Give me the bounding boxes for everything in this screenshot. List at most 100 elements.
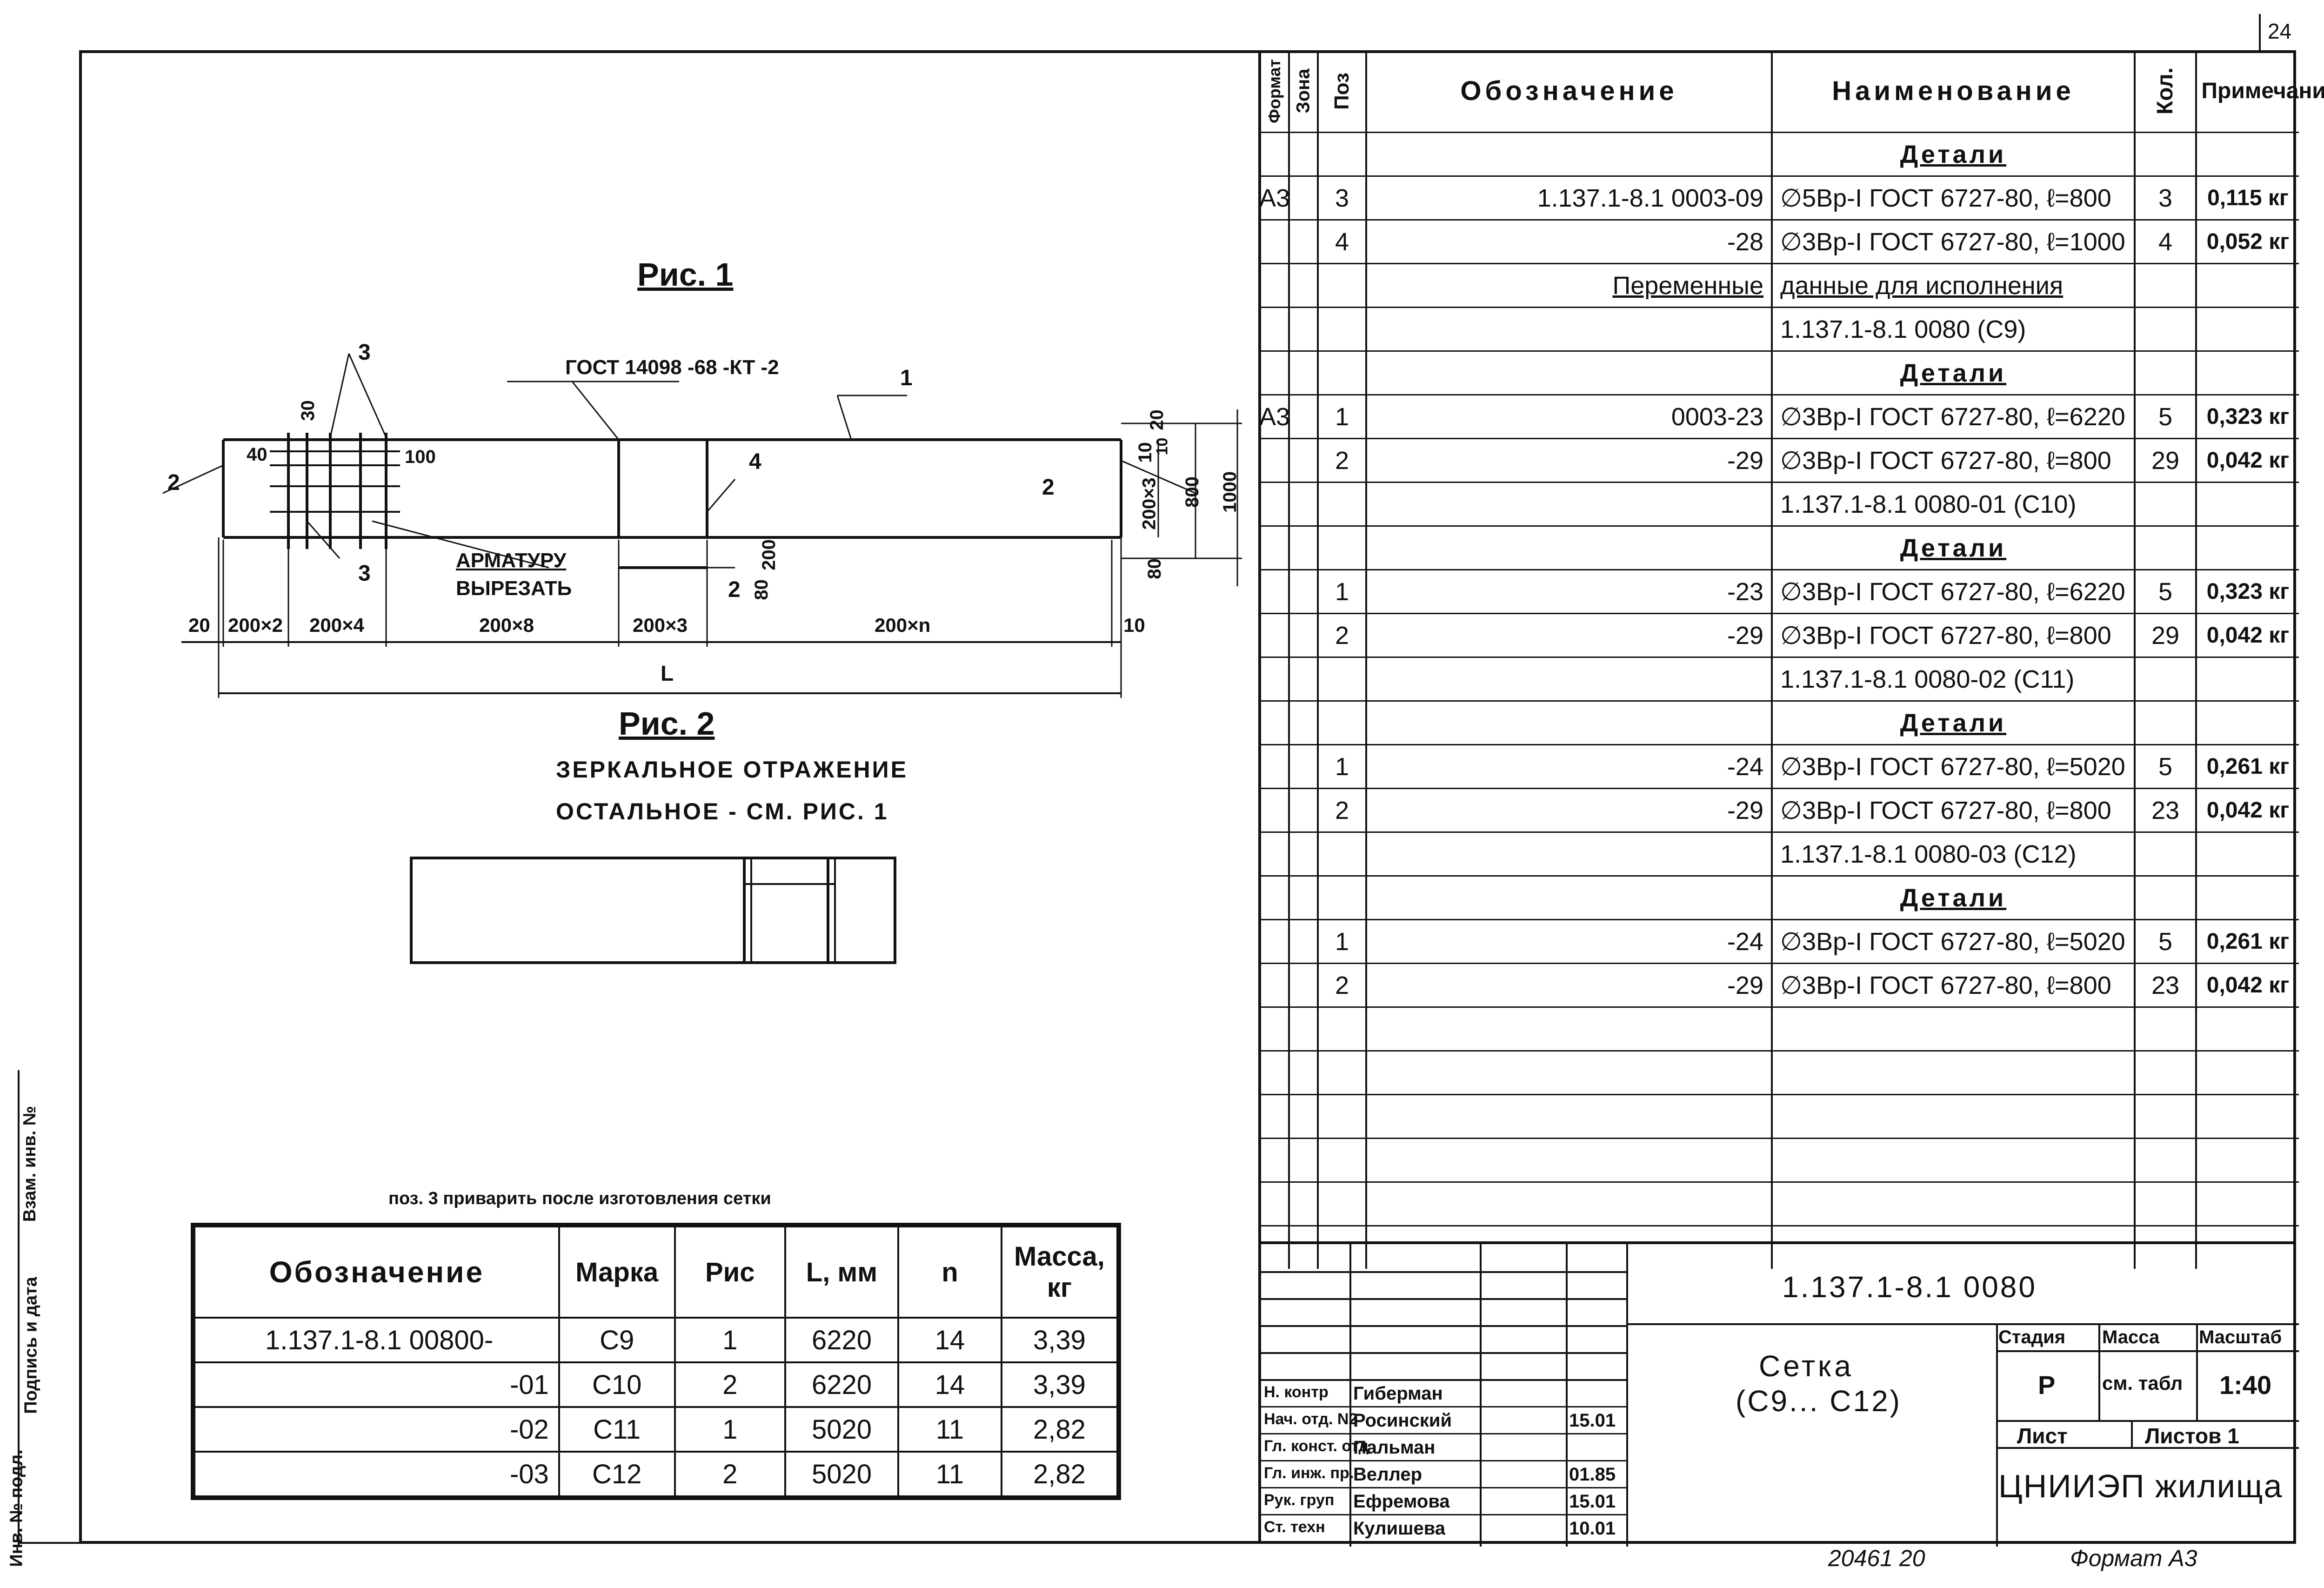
spec-cell-format: А3 xyxy=(1259,177,1290,219)
table-row: Детали xyxy=(1261,875,2299,919)
spec-cell-zone xyxy=(1290,702,1319,744)
spec-col-designation-label: Обозначение xyxy=(1460,76,1678,106)
tb-div-3 xyxy=(1566,1244,1568,1547)
spec-cell-note xyxy=(2197,352,2299,394)
spec-cell-pos: 1 xyxy=(1319,745,1367,788)
spec-cell-note: 0,042 кг xyxy=(2206,623,2290,648)
spec-cell-zone xyxy=(1290,920,1319,963)
tb-name-div xyxy=(1996,1323,1998,1547)
spec-cell-qty xyxy=(2136,658,2197,700)
spec-cell-pos: 4 xyxy=(1319,221,1367,263)
empty-cell xyxy=(1290,1008,1319,1050)
table-row: -03 С12 2 5020 11 2,82 xyxy=(194,1451,1119,1497)
spec-cell-format xyxy=(1261,964,1290,1006)
left-margin-bottom xyxy=(18,1542,80,1544)
spec-cell-designation xyxy=(1367,833,1773,875)
organization: ЦНИИЭП жилища xyxy=(1998,1468,2283,1504)
figure2-title: Рис. 2 xyxy=(619,705,715,742)
spec-cell-qty: 5 xyxy=(2136,570,2197,613)
spec-cell-zone xyxy=(1290,395,1319,438)
spec-cell-pos: 2 xyxy=(1319,964,1367,1006)
spec-cell-note xyxy=(2197,527,2299,569)
spec-cell-zone xyxy=(1290,483,1319,525)
mass-cell-n: 11 xyxy=(897,1406,1002,1453)
empty-cell xyxy=(1773,1052,2136,1094)
spec-cell-pos: 1 xyxy=(1319,395,1367,438)
spec-cell-designation: -29 xyxy=(1367,789,1773,831)
spec-cell-zone xyxy=(1290,177,1319,219)
spec-cell-name: Детали xyxy=(1773,702,2136,744)
spec-col-qty: Кол. xyxy=(2136,50,2197,132)
spec-cell-designation: -24 xyxy=(1367,745,1773,788)
empty-cell xyxy=(1773,1008,2136,1050)
dim-200x3: 200×3 xyxy=(633,614,688,636)
spec-cell-note: 0,042 кг xyxy=(2206,798,2290,823)
figure1-title: Рис. 1 xyxy=(637,256,734,293)
empty-cell xyxy=(1261,1139,1290,1181)
spec-cell-name: ∅3Вр-I ГОСТ 6727-80, ℓ=6220 xyxy=(1773,395,2136,438)
spec-col-name: Наименование xyxy=(1773,50,2136,132)
signature-date: 15.01 xyxy=(1569,1491,1616,1512)
spec-cell-note: 0,323 кг xyxy=(2206,404,2290,429)
spec-cell-pos xyxy=(1319,833,1367,875)
dim-200x8: 200×8 xyxy=(479,614,534,636)
spec-cell-pos xyxy=(1319,264,1367,307)
empty-cell xyxy=(2136,1008,2197,1050)
empty-cell xyxy=(1367,1183,1773,1225)
tb-h-2 xyxy=(1261,1298,1626,1300)
dim-200x3-right: 200×3 xyxy=(1139,477,1160,530)
signature-role: Ст. техн xyxy=(1264,1518,1325,1536)
dim-80-right: 80 xyxy=(1144,558,1165,579)
spec-cell-zone xyxy=(1290,964,1319,1006)
mass-cell-n: 11 xyxy=(897,1451,1002,1497)
spec-cell-name: данные для исполнения xyxy=(1773,264,2136,307)
dim-20-right: 20 xyxy=(1146,409,1167,430)
spec-cell-designation: -29 xyxy=(1367,439,1773,482)
spec-cell-zone xyxy=(1290,877,1319,919)
mass-cell-L: 5020 xyxy=(784,1406,899,1453)
spec-cell-pos: 2 xyxy=(1319,614,1367,657)
spec-cell-pos: 3 xyxy=(1319,177,1367,219)
mass-cell-fig: 1 xyxy=(674,1317,787,1363)
empty-row xyxy=(1261,1094,2299,1138)
spec-col-qty-label: Кол. xyxy=(2153,67,2178,115)
empty-row xyxy=(1261,1225,2299,1269)
empty-cell xyxy=(1319,1008,1367,1050)
tb-stage-v2 xyxy=(2196,1323,2198,1420)
dim-10-bottom: 10 xyxy=(1123,614,1145,636)
signature-name: Ефремова xyxy=(1353,1491,1450,1512)
dim-200xn: 200×n xyxy=(875,614,931,636)
empty-cell xyxy=(1290,1095,1319,1138)
spec-cell-qty: 29 xyxy=(2136,439,2197,482)
spec-cell-pos xyxy=(1319,133,1367,175)
empty-cell xyxy=(2197,1052,2299,1094)
empty-row xyxy=(1261,1050,2299,1094)
dim-200x4: 200×4 xyxy=(309,614,364,636)
table-row: 1.137.1-8.1 0080 (С9) xyxy=(1261,307,2299,350)
empty-cell xyxy=(1261,1183,1290,1225)
scale-label: Масштаб xyxy=(2199,1327,2282,1347)
spec-cell-designation: -23 xyxy=(1367,570,1773,613)
empty-cell xyxy=(1773,1183,2136,1225)
spec-col-pos: Поз xyxy=(1319,50,1367,132)
spec-cell-qty xyxy=(2136,133,2197,175)
spec-cell-qty: 23 xyxy=(2136,789,2197,831)
empty-cell xyxy=(1290,1052,1319,1094)
spec-cell-format xyxy=(1261,264,1290,307)
empty-cell xyxy=(1290,1183,1319,1225)
spec-cell-designation: -24 xyxy=(1367,920,1773,963)
spec-cell-format xyxy=(1261,789,1290,831)
spec-cell-zone xyxy=(1290,570,1319,613)
mass-cell-mark: С9 xyxy=(558,1317,676,1363)
dim-30: 30 xyxy=(297,400,318,421)
spec-col-pos-label: Поз xyxy=(1330,72,1353,110)
empty-cell xyxy=(2197,1095,2299,1138)
mass-col-mark: Марка xyxy=(558,1226,676,1319)
spec-col-name-label: Наименование xyxy=(1832,76,2075,106)
